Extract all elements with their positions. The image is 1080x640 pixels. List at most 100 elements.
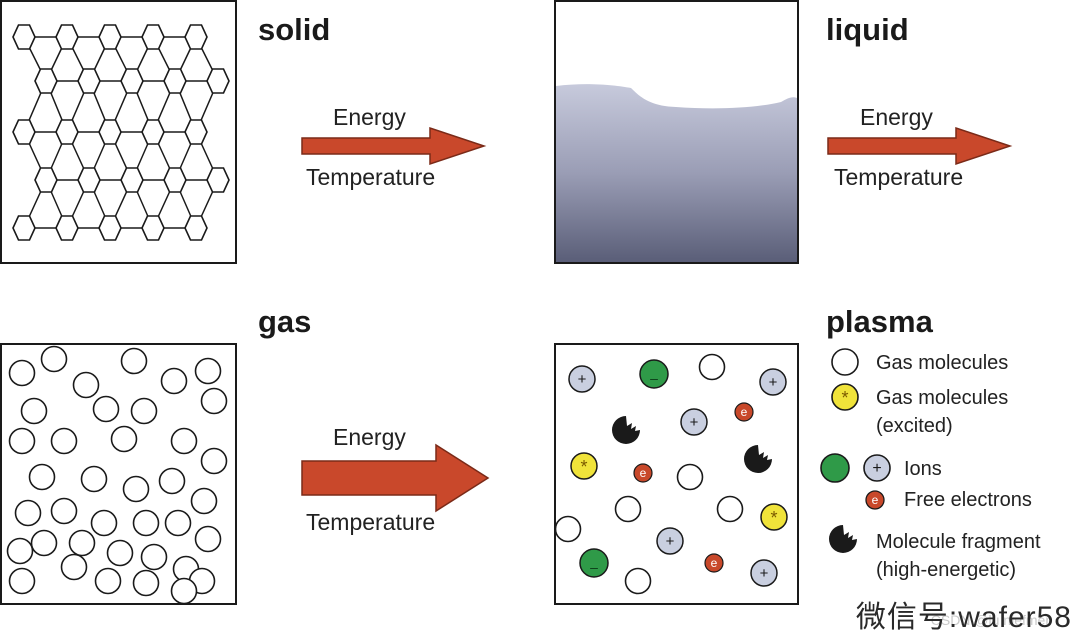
gas-molecule <box>132 569 160 597</box>
gas-molecule <box>20 397 48 425</box>
svg-text:*: * <box>580 457 587 477</box>
legend-positive-ion-icon: + <box>863 454 891 482</box>
arrow3-energy-label: Energy <box>333 424 406 450</box>
gas-molecule <box>556 515 582 543</box>
svg-text:e: e <box>640 466 647 480</box>
legend-excited-molecule-icon: * <box>831 383 859 411</box>
lattice-atom <box>120 68 144 94</box>
lattice-atom <box>206 167 230 193</box>
gas-molecule <box>110 425 138 453</box>
arrow3-temperature-label: Temperature <box>306 509 436 535</box>
molecule-fragment <box>612 416 640 444</box>
legend-fragment-line2: (high-energetic) <box>876 559 1017 581</box>
svg-text:–: – <box>650 370 658 386</box>
svg-text:+: + <box>578 371 587 388</box>
gas-molecule <box>50 497 78 525</box>
lattice-atom <box>77 68 101 94</box>
gas-molecule <box>164 509 192 537</box>
solid-heading: solid <box>258 12 331 47</box>
svg-text:*: * <box>841 388 848 408</box>
lattice-atom <box>12 215 36 241</box>
lattice-atom <box>98 119 122 145</box>
svg-text:+: + <box>690 414 699 431</box>
watermark-sub: CSDN @lu niefmer <box>930 612 1050 628</box>
lattice-atom <box>55 119 79 145</box>
excited-molecule: * <box>570 452 598 480</box>
lattice-atom <box>12 119 36 145</box>
gas-molecule <box>90 509 118 537</box>
gas-molecule <box>40 345 68 373</box>
gas-molecule <box>8 359 36 387</box>
gas-molecule <box>194 525 222 553</box>
positive-ion: + <box>656 527 684 555</box>
svg-text:+: + <box>872 460 881 477</box>
gas-molecule <box>200 447 228 475</box>
molecule-fragment <box>744 445 772 473</box>
gas-molecule <box>624 567 652 595</box>
gas-molecule <box>200 387 228 415</box>
svg-text:e: e <box>872 493 879 507</box>
gas-molecule <box>68 529 96 557</box>
gas-molecule <box>676 463 704 491</box>
gas-molecule <box>614 495 642 523</box>
arrow2-shape <box>827 126 1013 166</box>
gas-molecule <box>160 367 188 395</box>
svg-text:e: e <box>741 405 748 419</box>
gas-molecule <box>716 495 744 523</box>
lattice-atom <box>34 167 58 193</box>
gas-molecule <box>72 371 100 399</box>
legend-excited-line1: Gas molecules <box>876 387 1009 409</box>
legend-excited-line2: (excited) <box>876 415 953 437</box>
arrow2-temperature-label: Temperature <box>834 164 964 190</box>
gas-molecule <box>6 537 34 565</box>
svg-text:–: – <box>590 559 598 575</box>
gas-molecule <box>60 553 88 581</box>
lattice-atom <box>55 215 79 241</box>
svg-text:e: e <box>711 556 718 570</box>
svg-text:*: * <box>770 508 777 528</box>
gas-molecule <box>194 357 222 385</box>
lattice-atom <box>34 68 58 94</box>
lattice-atom <box>98 24 122 50</box>
liquid-fill <box>556 84 797 262</box>
arrow1-energy-label: Energy <box>333 104 406 130</box>
plasma-panel: + – + + e * e * + – e + <box>554 343 799 605</box>
gas-molecule <box>80 465 108 493</box>
svg-text:+: + <box>666 533 675 550</box>
lattice-atom <box>163 167 187 193</box>
gas-molecule <box>94 567 122 595</box>
liquid-body <box>556 84 797 262</box>
legend-gas-molecule-icon <box>831 348 859 376</box>
lattice-atom <box>12 24 36 50</box>
svg-text:+: + <box>760 565 769 582</box>
svg-text:+: + <box>769 374 778 391</box>
free-electron: e <box>633 463 653 483</box>
plasma-particles: + – + + e * e * + – e + <box>556 353 788 595</box>
arrow1-shape <box>301 126 487 166</box>
free-electron: e <box>704 553 724 573</box>
legend-electron-icon: e <box>865 490 885 510</box>
lattice-atom <box>141 24 165 50</box>
arrow2-energy-label: Energy <box>860 104 933 130</box>
watermark: 微信号:wafer58 <box>855 601 1072 634</box>
arrow3-icon <box>301 443 490 513</box>
lattice-atom <box>77 167 101 193</box>
lattice-atom <box>163 68 187 94</box>
gas-molecule <box>8 567 36 595</box>
gas-molecule <box>170 427 198 455</box>
legend-negative-ion-icon <box>820 453 850 483</box>
gas-molecule <box>698 353 726 381</box>
gas-heading: gas <box>258 304 312 339</box>
gas-molecules <box>6 345 228 603</box>
solid-panel <box>0 0 237 264</box>
legend-fragment-line1: Molecule fragment <box>876 531 1041 553</box>
arrow1-icon <box>301 126 487 166</box>
positive-ion: + <box>759 368 787 396</box>
gas-molecule <box>14 499 42 527</box>
gas-molecule <box>132 509 160 537</box>
legend-free-electrons: Free electrons <box>904 489 1032 511</box>
lattice-atom <box>55 24 79 50</box>
lattice-atom <box>98 215 122 241</box>
gas-molecule <box>170 577 198 603</box>
gas-molecule <box>158 467 186 495</box>
